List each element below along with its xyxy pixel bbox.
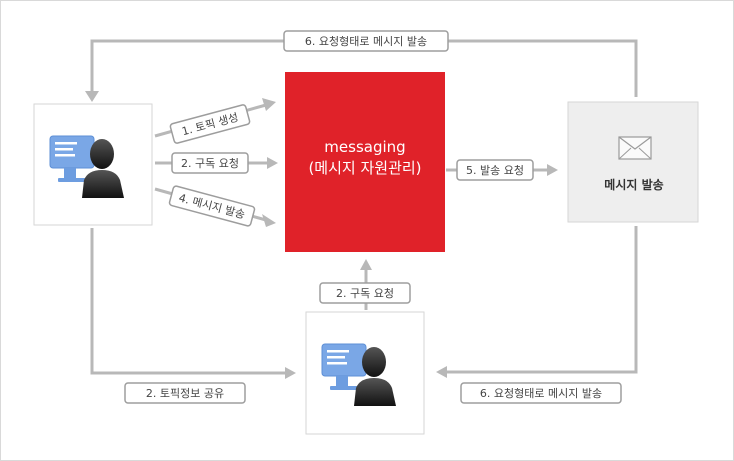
- messaging-title: messaging: [324, 138, 405, 156]
- delivery-node: 메시지 발송: [567, 101, 699, 223]
- messaging-node: messaging (메시지 자원관리): [285, 72, 445, 252]
- svg-text:2. 구독 요청: 2. 구독 요청: [336, 287, 394, 300]
- messaging-subtitle: (메시지 자원관리): [308, 159, 421, 177]
- user-computer-icon: [321, 343, 396, 406]
- send-request-label: 5. 발송 요청: [456, 159, 534, 181]
- subscribe-request-label: 2. 구독 요청: [171, 152, 249, 174]
- subscriber-subscribe-label: 2. 구독 요청: [319, 282, 411, 304]
- subscriber-node: [305, 311, 425, 435]
- svg-text:6. 요청형태로 메시지 발송: 6. 요청형태로 메시지 발송: [480, 387, 602, 400]
- svg-text:2. 토픽정보 공유: 2. 토픽정보 공유: [146, 387, 224, 400]
- svg-text:6. 요청형태로 메시지 발송: 6. 요청형태로 메시지 발송: [305, 35, 427, 48]
- svg-text:2. 구독 요청: 2. 구독 요청: [181, 157, 239, 170]
- top-return-label: 6. 요청형태로 메시지 발송: [283, 30, 449, 52]
- share-topic-connector: [90, 228, 296, 379]
- publisher-node: [33, 103, 153, 226]
- envelope-icon: [618, 136, 652, 160]
- user-computer-icon: [49, 135, 124, 198]
- svg-text:5. 발송 요청: 5. 발송 요청: [466, 164, 524, 177]
- bottom-return-connector: [436, 226, 638, 378]
- bottom-return-label: 6. 요청형태로 메시지 발송: [460, 382, 622, 404]
- share-topic-label: 2. 토픽정보 공유: [124, 382, 246, 404]
- delivery-label: 메시지 발송: [604, 177, 663, 192]
